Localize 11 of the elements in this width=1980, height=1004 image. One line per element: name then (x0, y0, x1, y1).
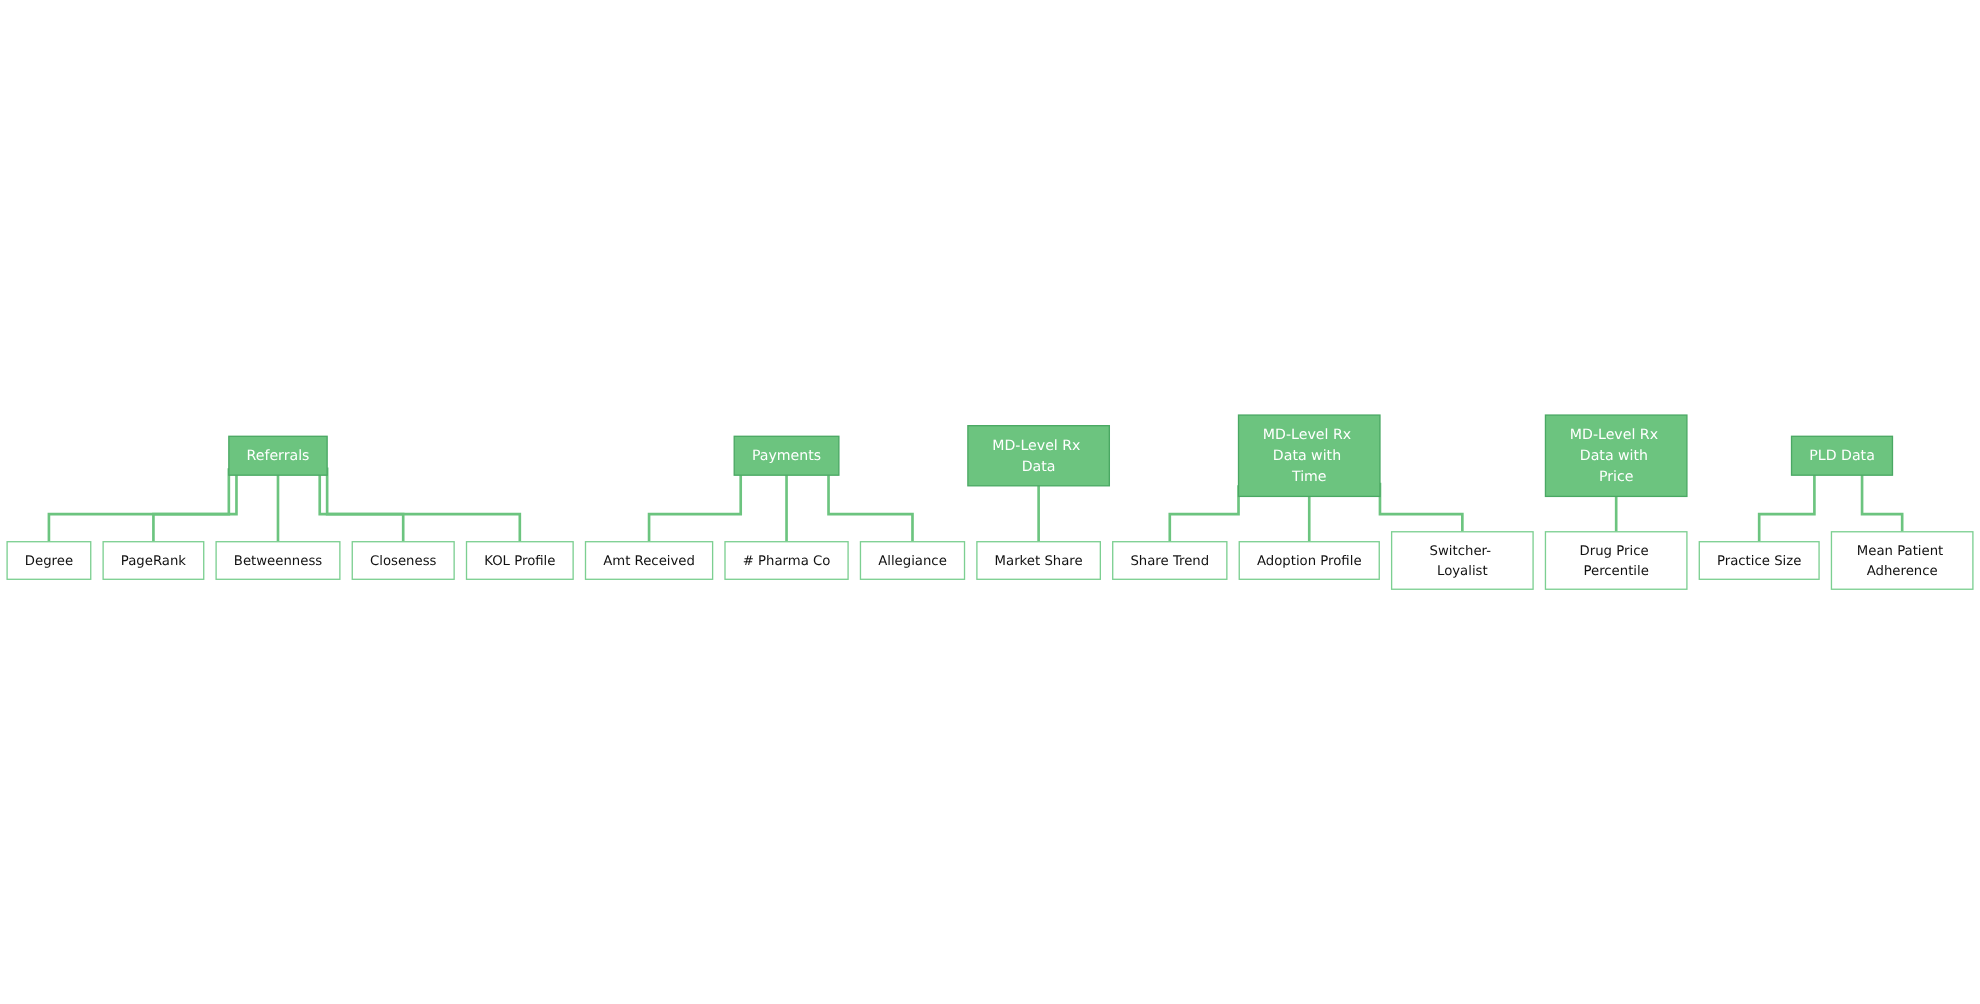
connector (647, 475, 743, 543)
connector (785, 475, 788, 543)
connector (318, 475, 405, 543)
connector (1860, 475, 1904, 533)
connector (276, 475, 280, 543)
connector (1037, 485, 1040, 543)
connector (1614, 496, 1618, 533)
connector (827, 475, 914, 543)
connector (1757, 475, 1816, 543)
connector (1307, 496, 1311, 543)
connector (152, 475, 238, 543)
